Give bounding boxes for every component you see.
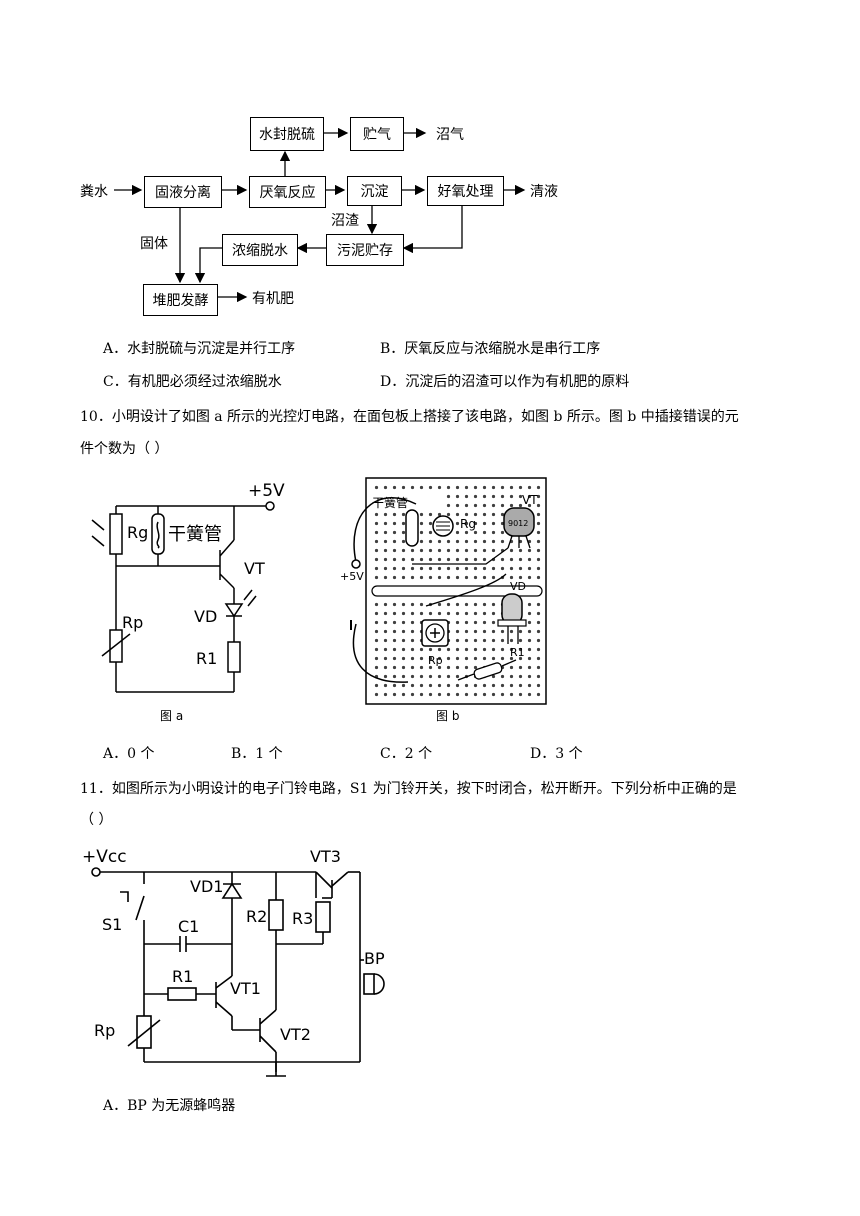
q9-option-a[interactable]: A．水封脱硫与沉淀是并行工序 — [103, 341, 296, 357]
label-qingye: 清液 — [530, 184, 558, 200]
node-zhuqi: 贮气 — [350, 117, 404, 151]
fig-b-rg-label: Rg — [460, 517, 476, 531]
q10-option-d[interactable]: D．3 个 — [530, 746, 583, 762]
q11-vt1-label: VT1 — [230, 979, 261, 998]
fig-b-rp-label: Rp — [428, 654, 443, 667]
q10-option-b[interactable]: B．1 个 — [231, 746, 283, 762]
node-yanyang-fanying: 厌氧反应 — [249, 176, 326, 208]
label-guti: 固体 — [140, 236, 168, 252]
fig-a-rp-label: Rp — [122, 613, 143, 632]
q11-vt3-label: VT3 — [310, 847, 341, 866]
fig-b-vt-label: VT — [522, 493, 538, 507]
q11-stem-line2: （ ） — [80, 812, 113, 828]
fig-b-chip-label: 9012 — [508, 519, 528, 528]
q10-option-a[interactable]: A．0 个 — [103, 746, 155, 762]
node-nongsuo-tuoshui: 浓缩脱水 — [222, 234, 298, 266]
q11-r1-label: R1 — [172, 967, 193, 986]
q9-option-c[interactable]: C．有机肥必须经过浓缩脱水 — [103, 374, 282, 390]
flowchart-arrows — [114, 127, 526, 303]
q9-option-b[interactable]: B．厌氧反应与浓缩脱水是串行工序 — [380, 341, 601, 357]
fig-b-supply-label: +5V — [340, 570, 364, 583]
q11-rp-label: Rp — [94, 1021, 115, 1040]
label-fenshui: 粪水 — [80, 184, 108, 200]
node-wuni-zhucun: 污泥贮存 — [326, 234, 404, 266]
q11-r2-label: R2 — [246, 907, 267, 926]
fig-a-supply-label: +5V — [248, 481, 285, 501]
q11-r3-label: R3 — [292, 909, 313, 928]
q11-c1-label: C1 — [178, 917, 199, 936]
fig-a-reed-label: 干簧管 — [168, 524, 222, 545]
q10-stem-line1: 10．小明设计了如图 a 所示的光控灯电路，在面包板上搭接了该电路，如图 b 所… — [80, 409, 739, 425]
fig-a-rg-label: Rg — [127, 523, 148, 542]
q10-option-c[interactable]: C．2 个 — [380, 746, 433, 762]
node-duifei-fajiao: 堆肥发酵 — [143, 284, 218, 316]
label-zhaoqi: 沼气 — [436, 127, 464, 143]
node-haoyang-chuli: 好氧处理 — [427, 176, 504, 206]
q11-s1-label: S1 — [102, 915, 122, 934]
fig-b-vd-label: VD — [510, 580, 526, 593]
fig-b-caption: 图 b — [436, 709, 459, 723]
q11-stem-line1: 11．如图所示为小明设计的电子门铃电路，S1 为门铃开关，按下时闭合，松开断开。… — [80, 781, 737, 797]
label-youjifei: 有机肥 — [252, 291, 294, 307]
fig-b-reed-label: 干簧管 — [372, 495, 408, 510]
q10-figure-a-schematic: +5V Rg 干簧管 VT VD Rp R1 图 a — [91, 481, 285, 723]
fig-a-caption: 图 a — [160, 709, 183, 723]
label-zhazha: 沼渣 — [331, 213, 359, 229]
node-shuifeng-tuoliu: 水封脱硫 — [250, 117, 324, 151]
q11-vcc-label: +Vcc — [82, 847, 127, 867]
q10-figure-b-breadboard: 干簧管 Rg VT 9012 VD +5V Rp R1 图 b — [340, 477, 547, 723]
q11-bp-label: BP — [364, 949, 385, 968]
q10-stem-line2: 件个数为（ ） — [80, 441, 169, 457]
q11-option-a[interactable]: A．BP 为无源蜂鸣器 — [103, 1098, 236, 1114]
fig-a-vd-label: VD — [194, 607, 217, 626]
node-guye-fenli: 固液分离 — [144, 176, 222, 208]
node-chendian: 沉淀 — [347, 176, 402, 206]
q11-doorbell-circuit: +Vcc S1 VD1 R2 R3 VT3 C1 R1 VT1 BP Rp VT… — [82, 847, 385, 1077]
q11-vt2-label: VT2 — [280, 1025, 311, 1044]
fig-a-vt-label: VT — [244, 559, 265, 578]
q9-option-d[interactable]: D．沉淀后的沼渣可以作为有机肥的原料 — [380, 374, 630, 390]
fig-a-r1-label: R1 — [196, 649, 217, 668]
q11-vd1-label: VD1 — [190, 877, 223, 896]
fig-b-r1-label: R1 — [510, 646, 525, 659]
